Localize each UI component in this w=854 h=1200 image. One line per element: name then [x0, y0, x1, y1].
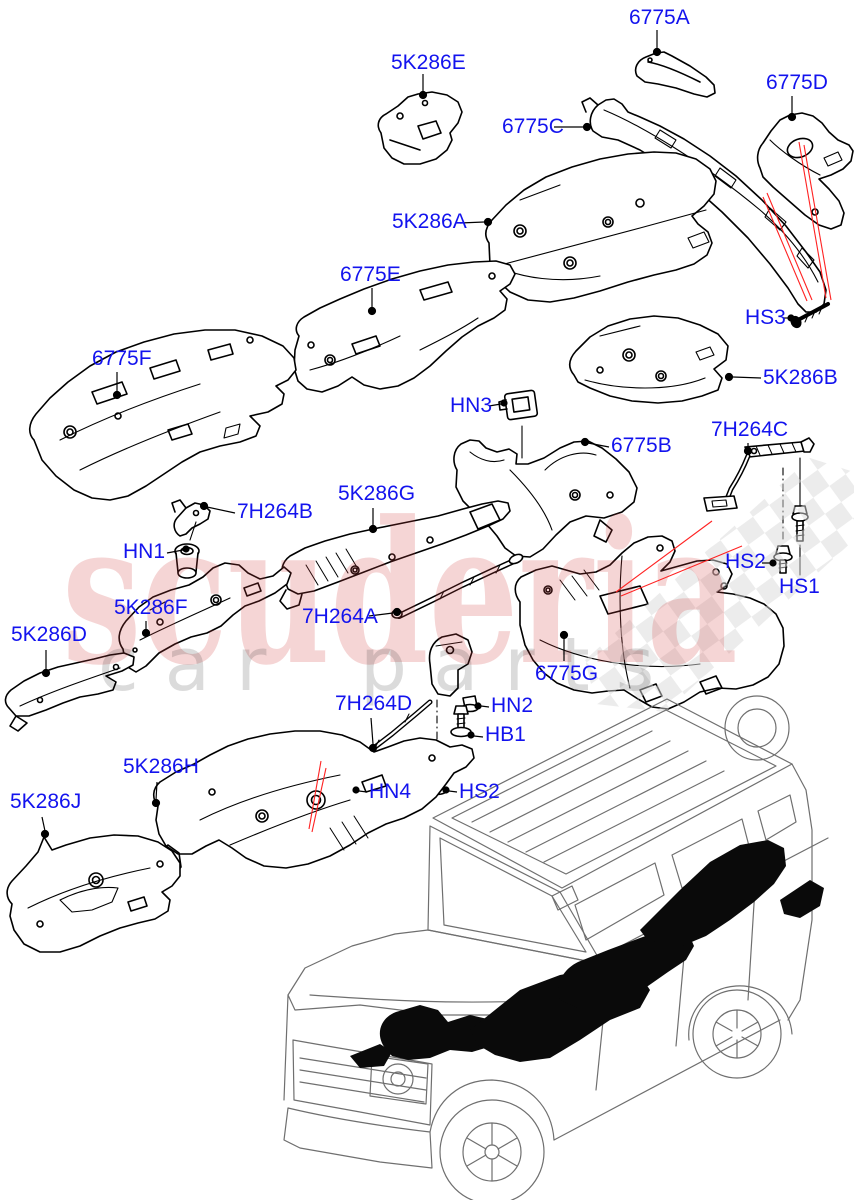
- part-5k286d-drawing: [4, 652, 135, 732]
- part-5k286j-drawing: [6, 834, 181, 953]
- leader-6775b: [580, 437, 610, 448]
- callout-6775c[interactable]: 6775C: [502, 115, 564, 138]
- part-5k286f-drawing: [118, 562, 292, 673]
- exploded-parts-layer: [4, 51, 854, 953]
- callout-hn2[interactable]: HN2: [491, 694, 534, 717]
- callout-7h264c[interactable]: 7H264C: [711, 418, 789, 441]
- red-callout-lines: [308, 141, 832, 833]
- callout-hn1[interactable]: HN1: [123, 540, 166, 563]
- callout-5k286g[interactable]: 5K286G: [338, 482, 416, 505]
- callout-5k286h[interactable]: 5K286H: [123, 755, 199, 778]
- leader-5k286h: [151, 781, 161, 808]
- part-5k286a-drawing: [485, 151, 717, 303]
- part-7h264a-drawing: [391, 553, 524, 619]
- callout-7h264d[interactable]: 7H264D: [335, 692, 413, 715]
- leader-5k286g: [368, 508, 378, 534]
- leader-7h264d: [368, 717, 378, 753]
- callout-5k286j[interactable]: 5K286J: [10, 790, 82, 813]
- leader-6775d: [787, 96, 797, 122]
- leader-6775c: [554, 122, 592, 132]
- callout-6775a[interactable]: 6775A: [629, 6, 690, 29]
- part-6775f-drawing: [28, 329, 297, 501]
- leader-7h264a: [368, 607, 402, 617]
- leader-5k286a: [459, 217, 493, 227]
- leader-hn3: [488, 399, 508, 407]
- checkered-flag-watermark: [585, 458, 854, 712]
- leader-6775a: [652, 30, 662, 57]
- callout-6775f[interactable]: 6775F: [92, 347, 152, 370]
- part-5k286e-drawing: [377, 91, 463, 165]
- part-5k286g-drawing: [279, 500, 511, 610]
- callout-5k286b[interactable]: 5K286B: [763, 366, 838, 389]
- leader-hs2-lower: [442, 786, 458, 794]
- leader-6775g: [559, 630, 569, 661]
- callout-5k286a[interactable]: 5K286A: [392, 210, 467, 233]
- leader-hn4: [352, 786, 368, 794]
- callout-6775b[interactable]: 6775B: [611, 434, 672, 457]
- leader-hb1: [467, 731, 484, 739]
- leader-7h264c: [743, 443, 753, 456]
- callout-hs3[interactable]: HS3: [745, 306, 786, 329]
- callout-hb1[interactable]: HB1: [485, 723, 526, 746]
- callout-hn3[interactable]: HN3: [450, 394, 493, 417]
- part-6775e-drawing: [293, 260, 516, 393]
- callout-6775d[interactable]: 6775D: [766, 71, 828, 94]
- leader-6775e: [367, 288, 377, 316]
- vehicle-rear-wheel: [688, 985, 793, 1079]
- leader-lines-layer: [40, 30, 797, 839]
- part-6775d-drawing: [756, 112, 854, 230]
- callout-6775g[interactable]: 6775G: [535, 662, 599, 685]
- vehicle-illustration: [283, 695, 829, 1200]
- vehicle-headlight: [382, 1063, 414, 1095]
- leader-5k286b: [724, 372, 762, 382]
- leader-5k286d: [41, 650, 51, 678]
- part-5k286h-drawing: [149, 730, 475, 883]
- callout-5k286f[interactable]: 5K286F: [114, 596, 188, 619]
- fastener-hs3-screw: [790, 302, 830, 329]
- callout-hn4[interactable]: HN4: [369, 780, 412, 803]
- part-5k286b-drawing: [568, 315, 729, 404]
- callout-hs2-lower[interactable]: HS2: [459, 780, 500, 803]
- leader-6775f: [112, 372, 122, 400]
- callout-5k286e[interactable]: 5K286E: [391, 51, 466, 74]
- leader-5k286e: [418, 74, 428, 100]
- part-7h264b-drawing: [171, 499, 211, 541]
- vehicle-bumper: [283, 1107, 433, 1169]
- part-6775a-drawing: [634, 51, 716, 98]
- vehicle-spare-wheel: [724, 695, 790, 761]
- callout-5k286d[interactable]: 5K286D: [11, 623, 87, 646]
- vehicle-grille: [292, 1039, 433, 1126]
- fastener-hb1: [450, 705, 472, 738]
- callout-7h264b[interactable]: 7H264B: [237, 500, 313, 523]
- leader-7h264b: [199, 501, 236, 514]
- callout-hs2-upper[interactable]: HS2: [725, 550, 766, 573]
- leader-hs3: [783, 314, 795, 322]
- callout-hs1[interactable]: HS1: [779, 575, 820, 598]
- leader-5k286f: [141, 621, 151, 638]
- leader-hs2-upper: [762, 559, 777, 567]
- watermark: scuderia car parts: [62, 480, 738, 710]
- callout-7h264a[interactable]: 7H264A: [302, 605, 378, 628]
- callout-6775e[interactable]: 6775E: [340, 263, 401, 286]
- leader-hn2: [474, 702, 490, 710]
- leader-hn1: [166, 545, 190, 554]
- part-7h264c-drawing: [703, 437, 815, 512]
- vehicle-underbody-heat-shields: [350, 840, 824, 1068]
- vehicle-front-wheel: [439, 1099, 545, 1200]
- leader-5k286j: [40, 816, 50, 839]
- fastener-hn3: [498, 389, 539, 459]
